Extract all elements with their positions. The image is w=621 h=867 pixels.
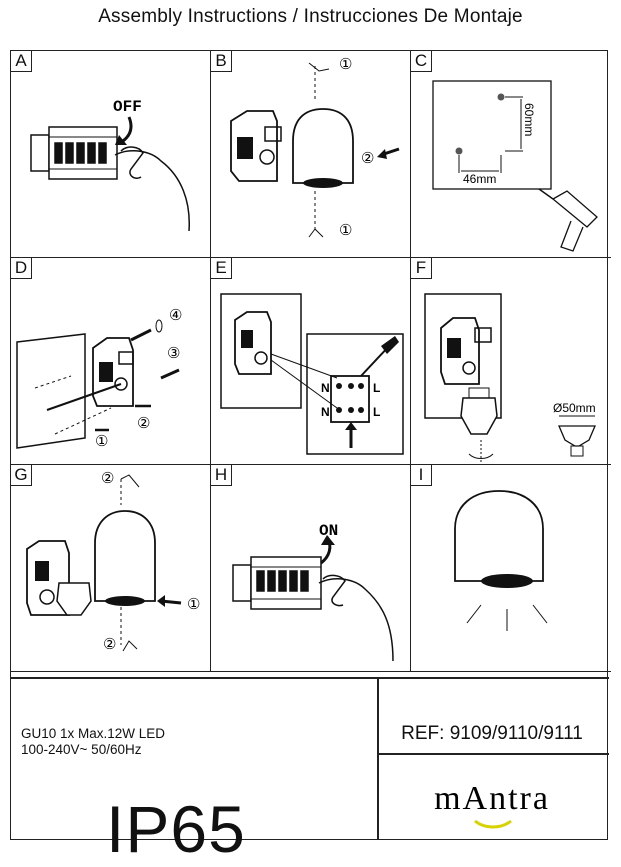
panel-e: E N L N L [211,258,411,465]
callout-1: ① [95,433,108,450]
panel-g: G ② ① ② [11,465,211,672]
bulb-insertion-illustration: Ø50mm [424,293,596,462]
lamp-disassembly-illustration: ① ② ① [230,56,400,239]
wiring-illustration: N L N L [220,293,404,455]
panel-a: A OFF [11,51,211,258]
callout-2: ② [137,415,150,432]
spec-text: GU10 1x Max.12W LED 100-240V~ 50/60Hz [21,726,165,758]
callout-2a: ② [101,470,114,487]
switch-on-illustration: ON [232,522,394,662]
panel-label: F [411,258,432,279]
spec-line-2: 100-240V~ 50/60Hz [21,742,142,757]
panel-label: G [11,465,32,486]
footer-divider-vertical [377,677,379,839]
callout-4: ④ [169,307,182,324]
terminal-n1: N [321,381,330,395]
callout-1: ① [187,596,200,613]
drilling-template-illustration: 60mm 46mm [432,80,598,252]
on-label: ON [319,522,338,540]
panel-d: D ④ ③ ② ① [11,258,211,465]
reference-number: REF: 9109/9110/9111 [401,723,583,744]
cover-assembly-illustration: ② ① ② [26,470,200,653]
panel-label: H [211,465,232,486]
dim-horizontal: 46mm [463,172,496,186]
panel-b: B ① ② ① [211,51,411,258]
callout-3: ③ [167,345,180,362]
bulb-diameter: Ø50mm [553,401,596,415]
panel-label: D [11,258,32,279]
callout-2: ② [361,150,374,167]
footer-divider-horizontal [377,753,609,755]
panel-h: H ON [211,465,411,672]
callout-2b: ② [103,636,116,653]
document-title: Assembly Instructions / Instrucciones De… [98,6,523,27]
footer-divider-top [11,677,609,679]
dim-vertical: 60mm [522,103,536,136]
ip-rating: IP65 [106,792,246,866]
terminal-l1: L [373,381,380,395]
brand-logo: mAntra [377,767,607,839]
panel-f: F Ø50mm [411,258,611,465]
terminal-n2: N [321,405,330,419]
callout-1b: ① [339,222,352,239]
callout-1: ① [339,56,352,73]
panel-label: I [411,465,432,486]
terminal-l2: L [373,405,380,419]
wall-mounting-illustration: ④ ③ ② ① [16,307,182,450]
off-label: OFF [113,98,142,116]
brand-wordmark: mAntra [434,780,550,817]
spec-line-1: GU10 1x Max.12W LED [21,726,166,741]
panel-label: B [211,51,232,72]
switch-off-illustration: OFF [30,98,190,232]
finished-lamp-illustration [454,490,548,631]
instruction-sheet: A OFF B [10,50,611,866]
panel-c: C 60mm 46mm [411,51,611,258]
panel-label: C [411,51,432,72]
panel-label: E [211,258,232,279]
panel-i: I [411,465,611,672]
panel-label: A [11,51,32,72]
